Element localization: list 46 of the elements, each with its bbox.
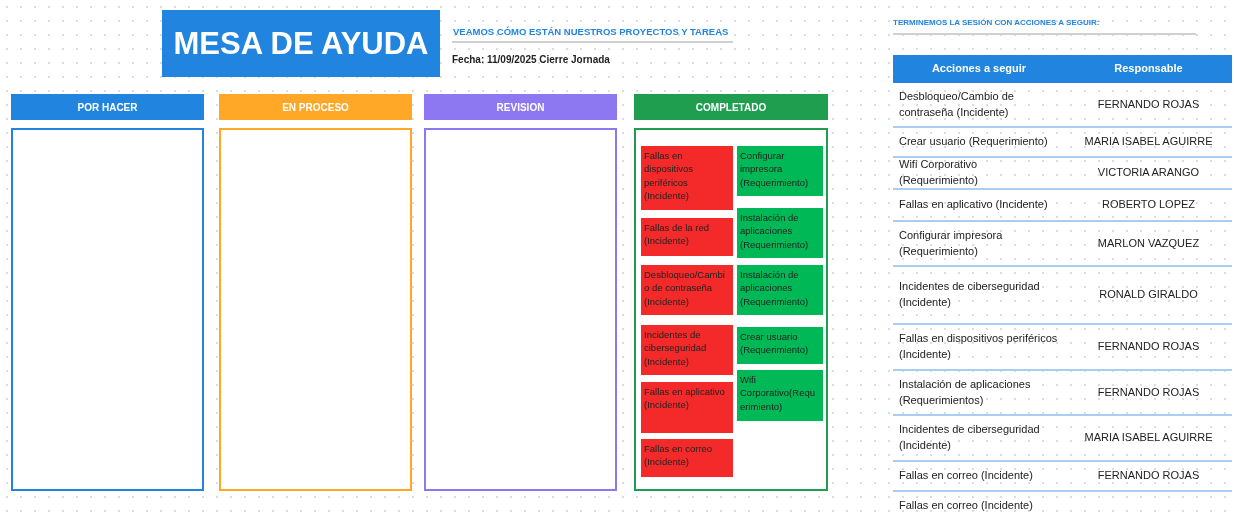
table-cell: Fallas en correo (Incidente) <box>893 462 1065 492</box>
column-header: POR HACER <box>11 94 204 120</box>
table-cell: FERNANDO ROJAS <box>1065 83 1232 128</box>
column-header: EN PROCESO <box>219 94 412 120</box>
task-card: Instalación de aplicaciones (Requerimiento) <box>737 265 823 315</box>
kanban-column <box>634 128 828 491</box>
table-cell: Fallas en dispositivos periféricos (Incidente) <box>893 325 1065 371</box>
table-cell: FERNANDO ROJAS <box>1065 462 1232 492</box>
table-cell: MARLON VAZQUEZ <box>1065 222 1232 267</box>
table-header-cell: Acciones a seguir <box>893 55 1065 83</box>
table-cell: FERNANDO ROJAS <box>1065 371 1232 416</box>
table-cell: VICTORIA ARANGO <box>1065 158 1232 190</box>
table-cell: FERNANDO ROJAS <box>1065 325 1232 371</box>
table-cell: ROBERTO LOPEZ <box>1065 190 1232 222</box>
table-cell: Wifi Corporativo (Requerimiento) <box>893 158 1065 190</box>
task-card: Fallas en aplicativo (Incidente) <box>641 382 733 433</box>
task-card: Configurar impresora (Requerimiento) <box>737 146 823 196</box>
task-card: Instalación de aplicaciones (Requerimiento) <box>737 208 823 258</box>
table-header-cell: Responsable <box>1065 55 1232 83</box>
task-card: Fallas de la red (Incidente) <box>641 218 733 256</box>
kanban-column <box>424 128 617 491</box>
task-card: Incidentes de ciberseguridad (Incidente) <box>641 325 733 375</box>
subtitle: VEAMOS CÓMO ESTÁN NUESTROS PROYECTOS Y TAREAS <box>453 26 729 37</box>
table-cell: Configurar impresora (Requerimiento) <box>893 222 1065 267</box>
title-banner: MESA DE AYUDA <box>162 10 440 77</box>
task-card: Fallas en dispositivos periféricos (Incidente) <box>641 146 733 210</box>
section-heading: TERMINEMOS LA SESIÓN CON ACCIONES A SEGUIR: <box>893 18 1100 27</box>
table-cell: Fallas en aplicativo (Incidente) <box>893 190 1065 222</box>
table-cell: Incidentes de ciberseguridad (Incidente) <box>893 267 1065 325</box>
column-header: REVISION <box>424 94 617 120</box>
table-cell: Desbloqueo/Cambio de contraseña (Incidente) <box>893 83 1065 128</box>
column-header: COMPLETADO <box>634 94 828 120</box>
table-cell: Incidentes de ciberseguridad (Incidente) <box>893 416 1065 462</box>
table-cell: MARIA ISABEL AGUIRRE <box>1065 416 1232 462</box>
task-card: Wifi Corporativo(Requerimiento) <box>737 370 823 421</box>
table-cell: Crear usuario (Requerimiento) <box>893 128 1065 158</box>
task-card: Fallas en correo (Incidente) <box>641 439 733 477</box>
table-cell: Fallas en correo (Incidente) <box>893 492 1065 520</box>
task-card: Desbloqueo/Cambio de contraseña (Incidente) <box>641 265 733 315</box>
table-cell: MARIA ISABEL AGUIRRE <box>1065 128 1232 158</box>
table-cell: Instalación de aplicaciones (Requerimientos) <box>893 371 1065 416</box>
task-card: Crear usuario (Requerimiento) <box>737 327 823 364</box>
kanban-column <box>11 128 204 491</box>
kanban-column <box>219 128 412 491</box>
date-text: Fecha: 11/09/2025 Cierre Jornada <box>452 54 610 65</box>
table-cell: RONALD GIRALDO <box>1065 267 1232 325</box>
